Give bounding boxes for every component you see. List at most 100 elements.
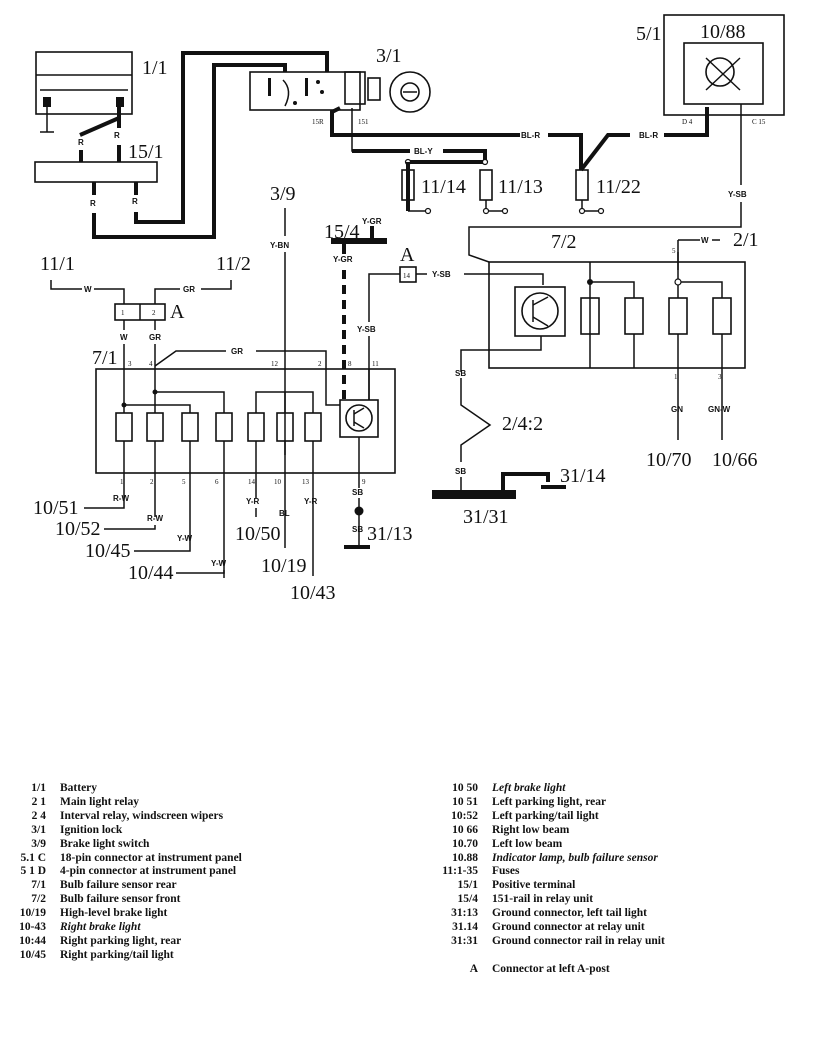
bulb-failure-sensor-rear — [95, 368, 396, 474]
label-ignition-lock: 3/1 — [376, 45, 402, 67]
legend-description: Bulb failure sensor rear — [60, 879, 177, 892]
pin-7-2-3: 3 — [718, 373, 722, 381]
connector-pin-14: 14 — [403, 272, 411, 280]
wire-label-sb: SB — [455, 369, 466, 378]
legend-description: Connector at left A-post — [492, 962, 610, 975]
pin-7-1-2: 2 — [150, 478, 154, 486]
legend-description: Fuses — [492, 865, 520, 878]
legend-code: 15/4 — [457, 893, 478, 906]
wire-label-bl-r: BL-R — [521, 131, 540, 140]
ignition-lock — [249, 71, 431, 113]
wire-label-y-sb: Y-SB — [432, 270, 451, 279]
legend-code: 3/1 — [31, 823, 46, 836]
legend-code: 10/45 — [19, 948, 46, 961]
pin-d4: D 4 — [682, 118, 693, 126]
legend-description: Left parking light, rear — [492, 795, 607, 808]
wire-label-y-w: Y-W — [177, 534, 193, 543]
label-connector-a: A — [400, 244, 415, 266]
fuse-11-14 — [401, 162, 432, 215]
legend-description: Bulb failure sensor front — [60, 893, 181, 906]
legend-description: 151-rail in relay unit — [492, 893, 594, 906]
instrument-panel-connector — [663, 14, 785, 116]
fuse-11-13 — [479, 169, 509, 215]
label-fuse-11-22: 11/22 — [596, 176, 641, 198]
wire-label-y-gr: Y-GR — [362, 217, 382, 226]
legend-code — [404, 949, 492, 963]
wire-label-y-r: Y-R — [304, 497, 318, 506]
wire-bl-y — [351, 108, 410, 152]
legend-description: Ground connector at relay unit — [492, 921, 645, 934]
label-rail-15-4: 15/4 — [324, 221, 360, 243]
label-connector-a: A — [170, 301, 185, 323]
label-sensor-front: 7/2 — [551, 231, 577, 253]
legend-code: 10:44 — [19, 934, 46, 947]
pin-7-1-9: 9 — [362, 478, 366, 486]
pin-7-1-11: 11 — [372, 360, 379, 368]
wire-label-gn-w: GN-W — [708, 405, 731, 414]
legend-description: Right parking light, rear — [60, 934, 182, 947]
legend-description: Brake light switch — [60, 837, 150, 850]
wire-label-r: R — [132, 197, 138, 206]
pin-7-1-12: 12 — [271, 360, 279, 368]
wire-label-sb: SB — [455, 467, 466, 476]
label-sensor-rear: 7/1 — [92, 347, 118, 369]
legend-item: 10.70 Left low beam — [404, 838, 665, 852]
label-fuse-11-1: 11/1 — [40, 253, 75, 275]
pin-7-1-6: 6 — [215, 478, 219, 486]
legend-code: 5 1 D — [20, 865, 46, 878]
label-lamp-10-43: 10/43 — [290, 582, 336, 604]
connector-a-pin-1: 1 — [121, 309, 125, 317]
legend-description: Interval relay, windscreen wipers — [60, 809, 224, 822]
wire-label-y-bn: Y-BN — [270, 241, 289, 250]
wire-label-y-r: Y-R — [246, 497, 260, 506]
transistor-icon — [339, 399, 379, 438]
legend-item: 10:44 Right parking light, rear — [0, 935, 242, 949]
label-indicator-lamp: 10/88 — [700, 21, 746, 43]
transistor-icon — [514, 286, 566, 337]
label-fuse-11-14: 11/14 — [421, 176, 466, 198]
wire-label-gr: GR — [183, 285, 195, 294]
legend-code: 31.14 — [452, 921, 478, 934]
pin-7-1-10: 10 — [274, 478, 282, 486]
label-instrument-connector: 5/1 — [636, 23, 662, 45]
positive-terminal-bar — [34, 161, 158, 183]
legend-code: 3/9 — [31, 837, 46, 850]
legend-code: 10.70 — [452, 837, 478, 850]
bulb-failure-indicator-lamp-icon — [683, 42, 764, 105]
legend-description: Right low beam — [492, 823, 570, 836]
pin-151: 151 — [358, 118, 369, 126]
pin-7-2-5: 5 — [672, 247, 676, 255]
legend-code: 2 1 — [31, 795, 46, 808]
wire-label-y-sb: Y-SB — [728, 190, 747, 199]
pin-7-1-8: 8 — [348, 360, 352, 368]
pin-7-1-4: 4 — [149, 360, 153, 368]
ground-rail-31-31 — [432, 490, 516, 499]
legend-description: High-level brake light — [60, 907, 168, 920]
pin-7-1-2: 2 — [318, 360, 322, 368]
legend-code: 7/1 — [31, 879, 46, 892]
label-interval-relay: 2/4:2 — [502, 413, 543, 435]
legend-item — [404, 949, 665, 963]
label-ground-31-14: 31/14 — [560, 465, 606, 487]
label-lamp-10-45: 10/45 — [85, 540, 131, 562]
legend-code: 5.1 C — [20, 851, 46, 864]
label-lamp-10-66: 10/66 — [712, 449, 758, 471]
wire-label-gr: GR — [149, 333, 161, 342]
legend-description: Left low beam — [492, 837, 563, 850]
legend-description: Ground connector, left tail light — [492, 907, 647, 920]
label-fuse-11-2: 11/2 — [216, 253, 251, 275]
legend-code: 10-43 — [19, 921, 46, 934]
legend-code: 11:1-35 — [442, 865, 478, 878]
connector-a-pin-2: 2 — [152, 309, 156, 317]
pin-15r: 15R — [312, 118, 324, 126]
wire-label-r-w: R-W — [147, 514, 163, 523]
wire-label-y-sb: Y-SB — [357, 325, 376, 334]
